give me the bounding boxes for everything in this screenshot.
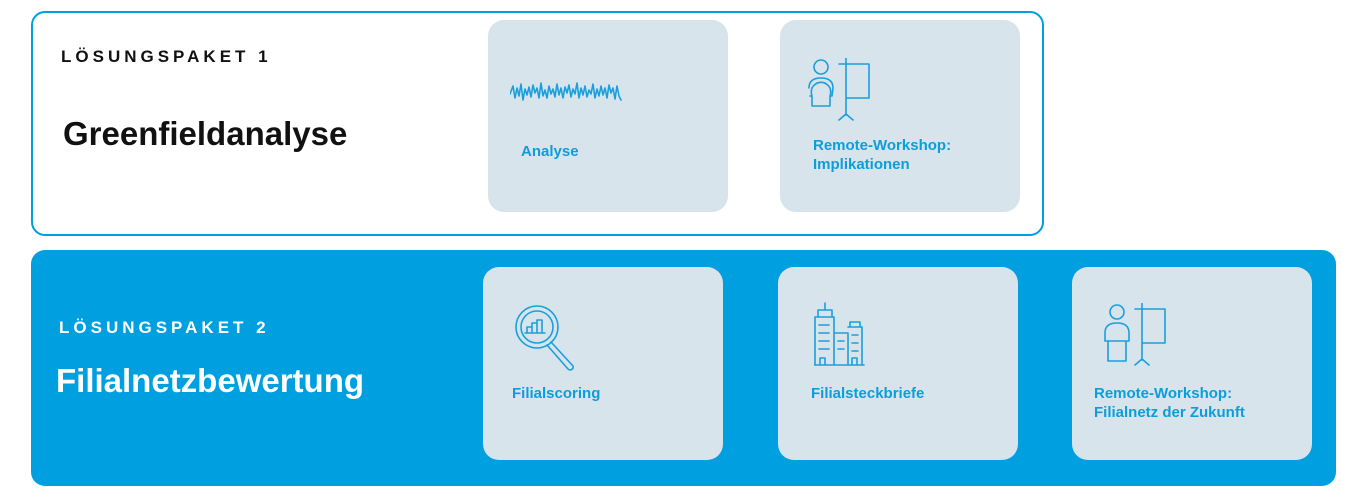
buildings-icon	[814, 302, 865, 366]
magnifier-chart-icon	[515, 305, 574, 371]
card-label: Analyse	[521, 143, 579, 160]
card-remote-workshop-filialnetz: Remote-Workshop: Filialnetz der Zukunft	[1072, 267, 1312, 460]
card-label: Remote-Workshop: Filialnetz der Zukunft	[1094, 385, 1245, 421]
card-label: Remote-Workshop: Implikationen	[813, 137, 952, 173]
package-title: Greenfieldanalyse	[63, 115, 348, 152]
presenter-icon	[808, 58, 870, 121]
waveform-icon	[510, 82, 622, 101]
card-filialscoring: Filialscoring	[483, 267, 723, 460]
card-remote-workshop-implikationen: Remote-Workshop: Implikationen	[780, 20, 1020, 212]
presenter-icon	[1104, 303, 1166, 366]
package-kicker: LÖSUNGSPAKET 2	[59, 318, 270, 337]
card-label: Filialsteckbriefe	[811, 385, 925, 402]
card-filialsteckbriefe: Filialsteckbriefe	[778, 267, 1018, 460]
package-title: Filialnetzbewertung	[56, 362, 365, 399]
card-label: Filialscoring	[512, 385, 601, 402]
card-analyse: Analyse	[488, 20, 728, 212]
package-kicker: LÖSUNGSPAKET 1	[61, 47, 272, 66]
